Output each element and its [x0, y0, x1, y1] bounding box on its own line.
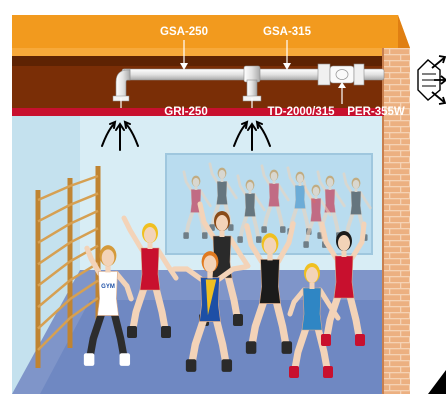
dancer-leotard: [311, 198, 322, 221]
dancer-boot: [256, 236, 262, 243]
dancer-boot: [303, 241, 309, 248]
dancer-boot: [120, 353, 131, 366]
dancer-neck: [195, 186, 198, 190]
dancer-face: [306, 267, 318, 283]
brick-column-face: [382, 48, 410, 394]
dancer-face: [102, 249, 115, 266]
dancer-neck: [105, 265, 110, 272]
dancer-boot: [289, 366, 299, 378]
dancer-face: [219, 170, 226, 179]
dancer-neck: [221, 178, 224, 182]
dancer-face: [313, 187, 320, 196]
dancer-neck: [329, 186, 332, 190]
dancer-boot: [233, 314, 243, 326]
dancer-boot: [127, 326, 137, 338]
dancer-boot: [323, 366, 333, 378]
dancer-face: [144, 227, 156, 243]
brick-column: [382, 48, 410, 394]
dancer-boot: [202, 232, 208, 239]
dancer-face: [338, 235, 350, 251]
dancer-face: [216, 215, 228, 231]
dancer-boot: [161, 326, 171, 338]
drop-duct-td: [247, 80, 257, 98]
dancer-neck: [267, 253, 272, 260]
dancer-leotard: [351, 191, 362, 214]
dancer-face: [353, 180, 360, 189]
dancer-leotard: [260, 259, 281, 303]
dancer-neck: [148, 242, 153, 249]
dancer-face: [271, 172, 278, 181]
dancer-neck: [310, 282, 315, 289]
inline-fan-td-2000: [318, 64, 364, 85]
dancer-face: [204, 255, 217, 272]
dancer-face: [297, 174, 304, 183]
dancer-leotard: [217, 181, 228, 204]
dancer-boot: [321, 334, 331, 346]
ceiling-top: [12, 15, 410, 48]
dancer-boot: [282, 341, 293, 354]
dancer-leotard: [140, 248, 160, 290]
dancer-neck: [299, 182, 302, 186]
label-gri-250: GRI-250: [164, 106, 207, 118]
label-gsa-315: GSA-315: [263, 26, 312, 38]
dancer-face: [247, 182, 254, 191]
dancer-neck: [355, 188, 358, 192]
ceiling: [12, 15, 410, 108]
dancer-boot: [237, 236, 243, 243]
dancer-boot: [222, 359, 233, 372]
dancer-boot: [84, 353, 95, 366]
dancer-neck: [342, 250, 347, 257]
gym-badge-text: GYM: [101, 284, 115, 290]
ceiling-front: [12, 48, 410, 56]
dancer-boot: [261, 226, 267, 233]
dancer-neck: [249, 190, 252, 194]
label-td-2000-315: TD-2000/315: [267, 106, 335, 118]
label-per-355w: PER-355W: [347, 106, 405, 118]
dancer-boot: [355, 334, 365, 346]
dancer-face: [193, 178, 200, 187]
dancer-leotard: [245, 193, 256, 216]
dancer-leotard: [334, 256, 354, 298]
dancer-neck: [207, 271, 212, 278]
dancer-boot: [183, 232, 189, 239]
dancer-leotard: [295, 185, 306, 208]
tee-junction: [244, 66, 260, 82]
dancer-neck: [315, 195, 318, 199]
label-gsa-250: GSA-250: [160, 26, 208, 38]
dancer-leotard: [302, 288, 322, 330]
dancer-neck: [220, 230, 225, 237]
dancer-boot: [246, 341, 257, 354]
dancer-face: [327, 178, 334, 187]
dancer-boot: [280, 226, 286, 233]
dancer-face: [264, 237, 277, 254]
dancer-neck: [273, 180, 276, 184]
dancer-leotard: [98, 271, 119, 315]
dancer-leotard: [269, 183, 280, 206]
dancer-boot: [186, 359, 197, 372]
brick-column-edge: [382, 48, 384, 394]
